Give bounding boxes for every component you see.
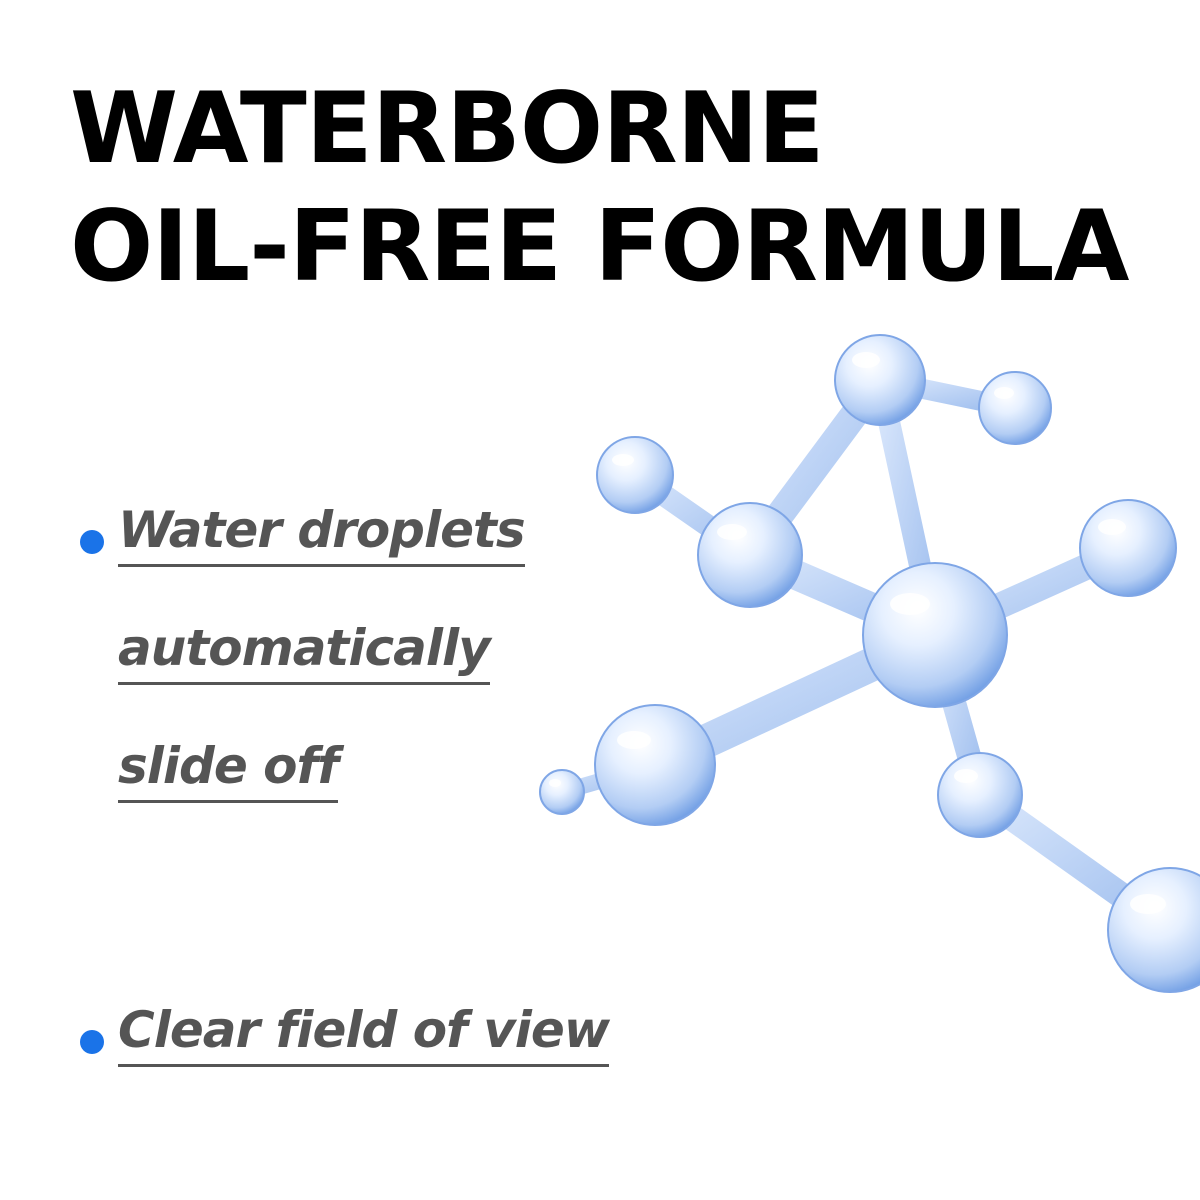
highlight — [1098, 519, 1126, 535]
blue-dot-icon — [80, 1030, 104, 1054]
highlight — [549, 779, 561, 787]
highlight — [1130, 894, 1166, 914]
atom — [1107, 867, 1200, 993]
atom — [596, 436, 674, 514]
atom — [862, 562, 1008, 708]
bullet-line: slide off — [118, 736, 339, 803]
blue-dot-icon — [80, 530, 104, 554]
highlight — [890, 593, 930, 615]
bullet-water-droplets: Water droplets automatically slide off — [80, 500, 526, 854]
molecule-highlights — [549, 352, 1166, 914]
headline: WATERBORNE OIL-FREE FORMULA — [70, 70, 1129, 306]
atom — [834, 334, 926, 426]
atom — [978, 371, 1052, 445]
bullet-line: Water droplets — [118, 500, 526, 567]
highlight — [852, 352, 880, 368]
bullet-clear-view: Clear field of view — [80, 1000, 610, 1118]
atom — [937, 752, 1023, 838]
atom — [539, 769, 585, 815]
headline-line-1: WATERBORNE — [70, 72, 825, 186]
atom — [1079, 499, 1177, 597]
headline-line-2: OIL-FREE FORMULA — [70, 190, 1129, 304]
molecule-icon — [539, 334, 1200, 993]
atom — [697, 502, 803, 608]
highlight — [954, 769, 978, 783]
atom — [594, 704, 716, 826]
bullet-text: Clear field of view — [118, 1000, 610, 1118]
bullet-line: Clear field of view — [118, 1000, 610, 1067]
highlight — [994, 387, 1014, 399]
highlight — [612, 454, 634, 466]
highlight — [717, 524, 747, 540]
bullet-text: Water droplets automatically slide off — [118, 500, 526, 854]
bullet-line: automatically — [118, 618, 491, 685]
highlight — [617, 731, 651, 749]
